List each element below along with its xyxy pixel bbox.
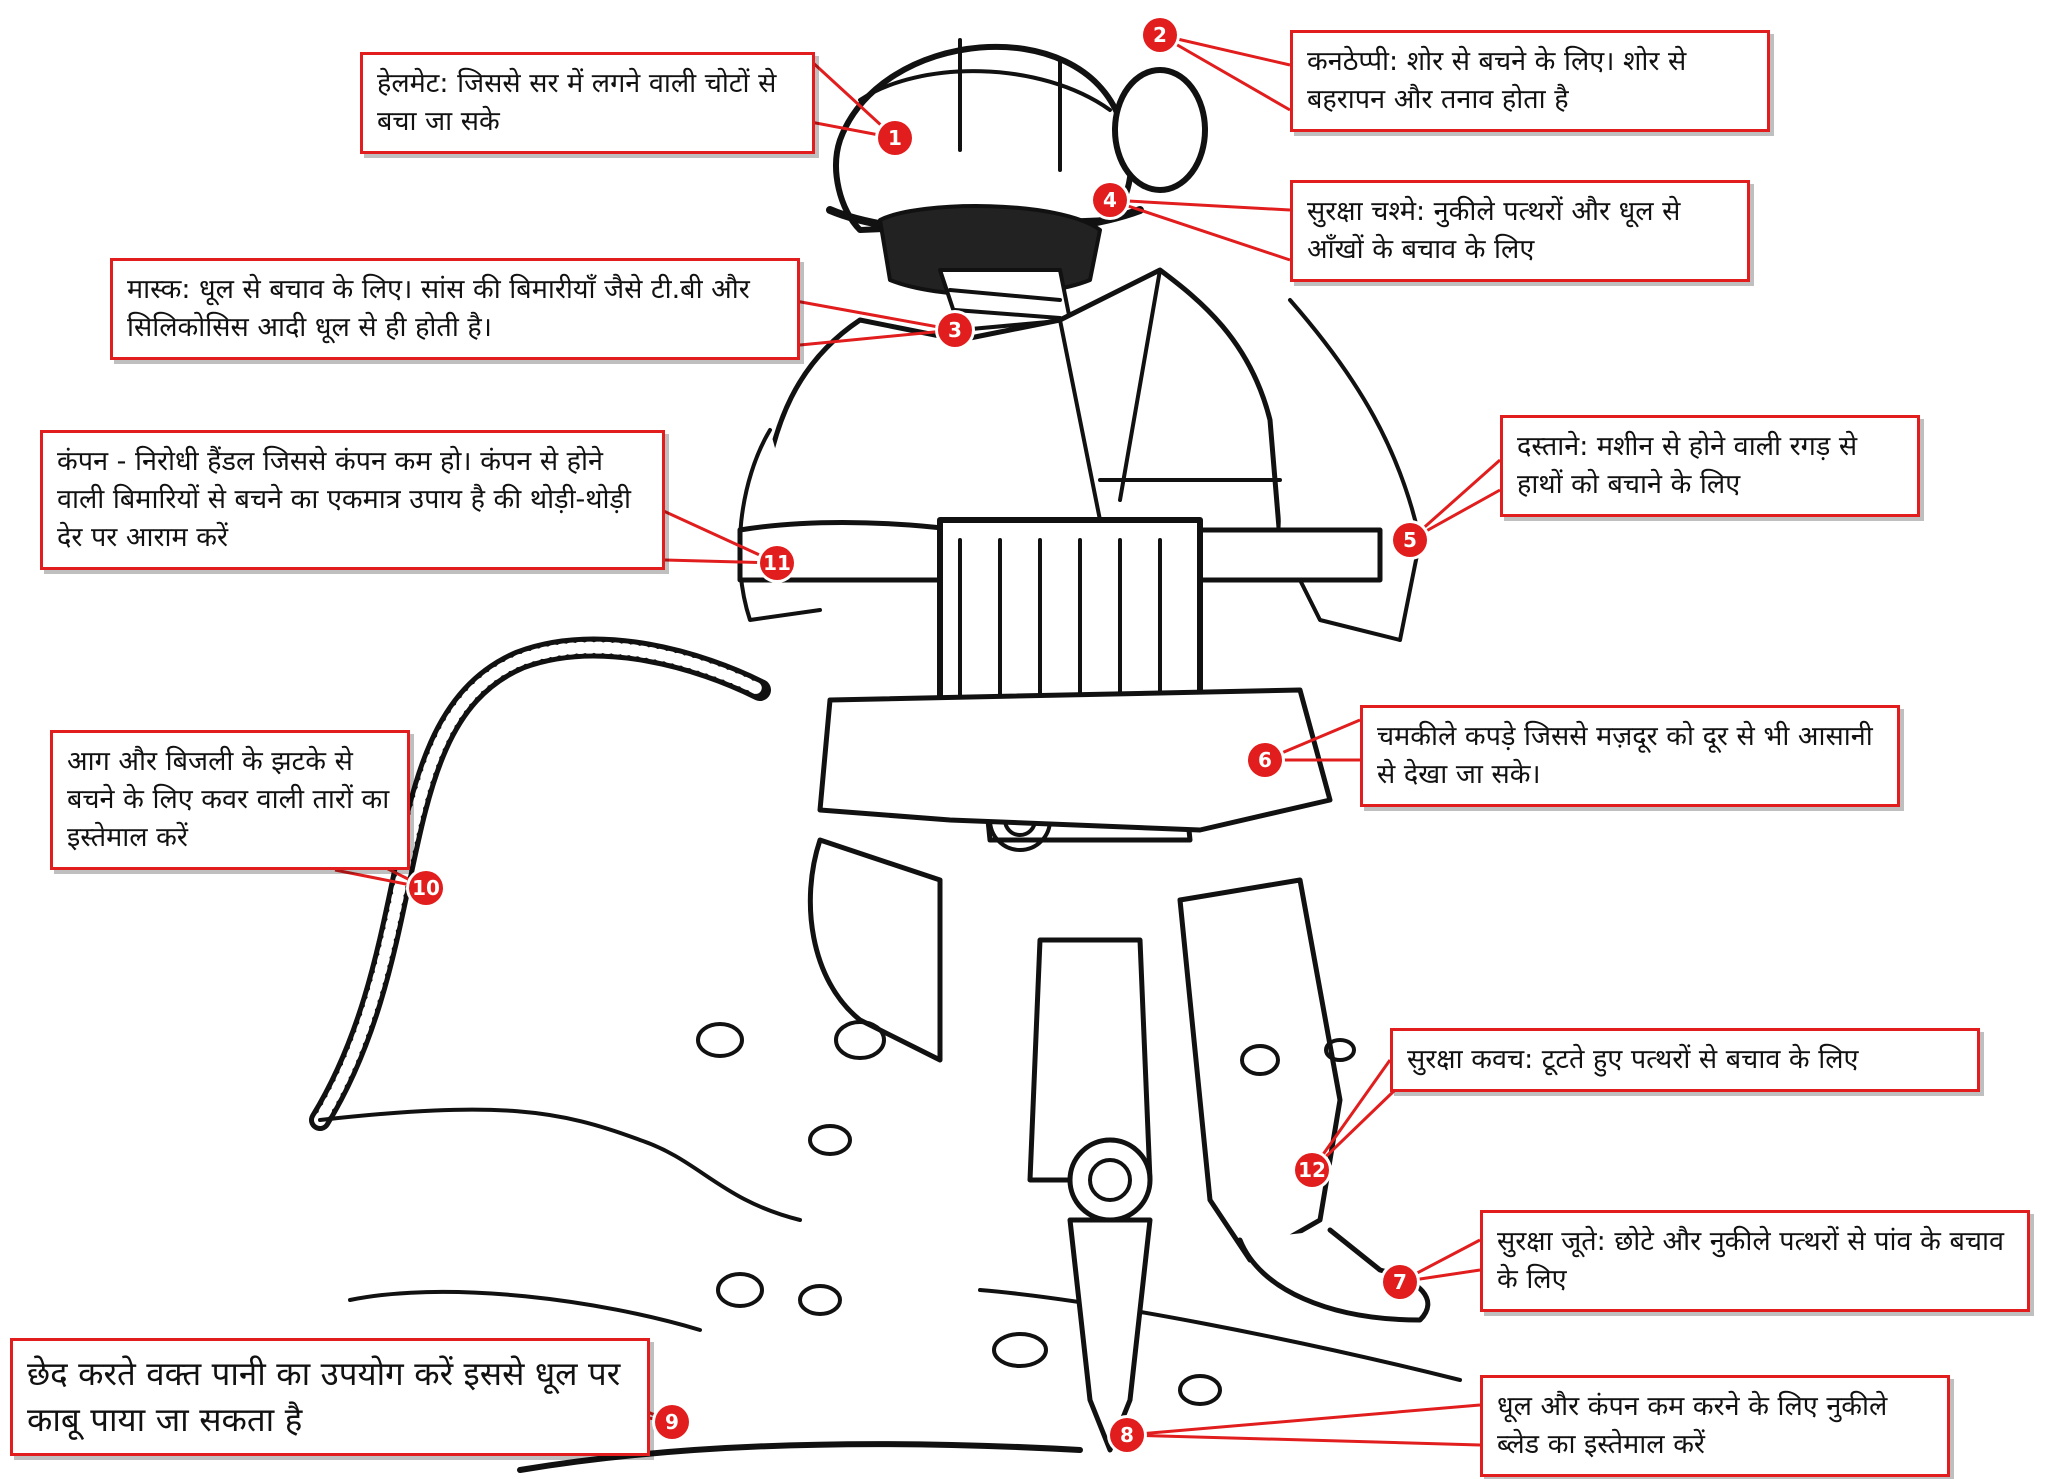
callout-gloves: दस्ताने: मशीन से होने वाली रगड़ से हाथों… (1500, 415, 1920, 517)
callout-text: सुरक्षा कवच: टूटते हुए पत्थरों से बचाव क… (1407, 1044, 1859, 1075)
marker-1: 1 (878, 121, 912, 155)
marker-11: 11 (760, 546, 794, 580)
callout-blade: धूल और कंपन कम करने के लिए नुकीले ब्लेड … (1480, 1375, 1950, 1477)
callout-text: सुरक्षा जूते: छोटे और नुकीले पत्थरों से … (1497, 1226, 2005, 1295)
callout-text: छेद करते वक्त पानी का उपयोग करें इससे धू… (27, 1354, 621, 1439)
callout-safety-shoes: सुरक्षा जूते: छोटे और नुकीले पत्थरों से … (1480, 1210, 2030, 1312)
callout-ear-muffs: कनठेप्पी: शोर से बचने के लिए। शोर से बहर… (1290, 30, 1770, 132)
callout-text: दस्ताने: मशीन से होने वाली रगड़ से हाथों… (1517, 431, 1858, 500)
callout-shin-guard: सुरक्षा कवच: टूटते हुए पत्थरों से बचाव क… (1390, 1028, 1980, 1092)
callout-helmet: हेलमेट: जिससे सर में लगने वाली चोटों से … (360, 52, 815, 154)
callout-text: धूल और कंपन कम करने के लिए नुकीले ब्लेड … (1497, 1391, 1888, 1460)
callout-anti-vibration-handle: कंपन - निरोधी हैंडल जिससे कंपन कम हो। कं… (40, 430, 665, 570)
callout-text: आग और बिजली के झटके से बचने के लिए कवर व… (67, 746, 390, 853)
callout-mask: मास्क: धूल से बचाव के लिए। सांस की बिमार… (110, 258, 800, 360)
callout-text: चमकीले कपड़े जिससे मज़दूर को दूर से भी आ… (1377, 721, 1873, 790)
callout-water: छेद करते वक्त पानी का उपयोग करें इससे धू… (10, 1338, 650, 1456)
marker-6: 6 (1248, 743, 1282, 777)
marker-12: 12 (1295, 1153, 1329, 1187)
callout-text: कंपन - निरोधी हैंडल जिससे कंपन कम हो। कं… (57, 446, 631, 553)
marker-7: 7 (1383, 1265, 1417, 1299)
marker-5: 5 (1393, 523, 1427, 557)
marker-8: 8 (1110, 1418, 1144, 1452)
callout-text: मास्क: धूल से बचाव के लिए। सांस की बिमार… (127, 274, 750, 343)
callout-covered-wires: आग और बिजली के झटके से बचने के लिए कवर व… (50, 730, 410, 870)
callout-goggles: सुरक्षा चश्मे: नुकीले पत्थरों और धूल से … (1290, 180, 1750, 282)
marker-3: 3 (938, 313, 972, 347)
callout-text: कनठेप्पी: शोर से बचने के लिए। शोर से बहर… (1307, 46, 1687, 115)
callout-bright-clothes: चमकीले कपड़े जिससे मज़दूर को दूर से भी आ… (1360, 705, 1900, 807)
marker-4: 4 (1093, 183, 1127, 217)
marker-10: 10 (409, 871, 443, 905)
callout-text: हेलमेट: जिससे सर में लगने वाली चोटों से … (377, 68, 777, 137)
callout-text: सुरक्षा चश्मे: नुकीले पत्थरों और धूल से … (1307, 196, 1681, 265)
marker-9: 9 (655, 1405, 689, 1439)
marker-2: 2 (1143, 18, 1177, 52)
